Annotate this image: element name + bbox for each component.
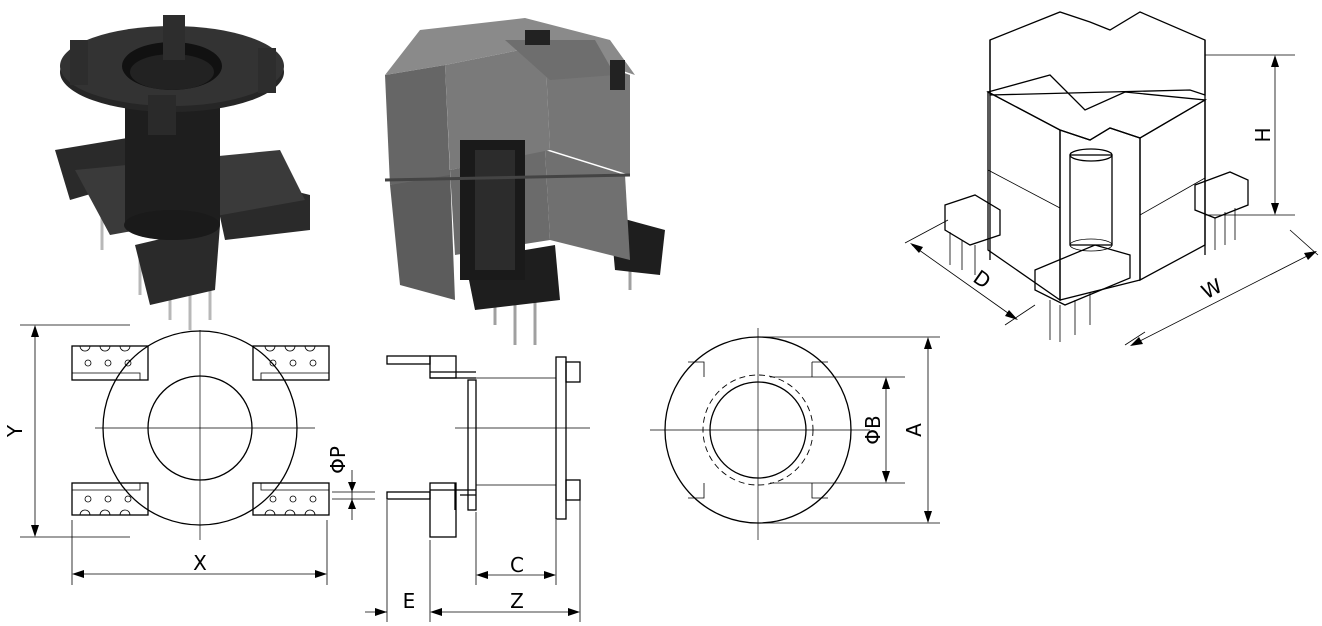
- dim-label-a: A: [902, 423, 926, 437]
- dim-label-y: Y: [3, 424, 27, 438]
- isometric-drawing: H D W: [900, 0, 1322, 350]
- dim-label-h: H: [1251, 127, 1275, 142]
- top-view-drawing: Y X ΦP: [0, 315, 375, 626]
- dim-label-w: W: [1197, 273, 1226, 304]
- dim-label-x: X: [193, 551, 207, 575]
- assembled-core-photo: [365, 0, 675, 355]
- dim-label-p: ΦP: [326, 446, 350, 474]
- bobbin-photo: [40, 0, 335, 335]
- dim-label-b: ΦB: [861, 415, 885, 444]
- dim-label-d: D: [969, 265, 995, 293]
- flange-view-drawing: ΦB A: [640, 325, 950, 545]
- dim-label-c: C: [510, 553, 524, 577]
- side-view-drawing: E Z C: [355, 345, 605, 626]
- dim-label-z: Z: [510, 589, 524, 613]
- dim-label-e: E: [403, 589, 416, 613]
